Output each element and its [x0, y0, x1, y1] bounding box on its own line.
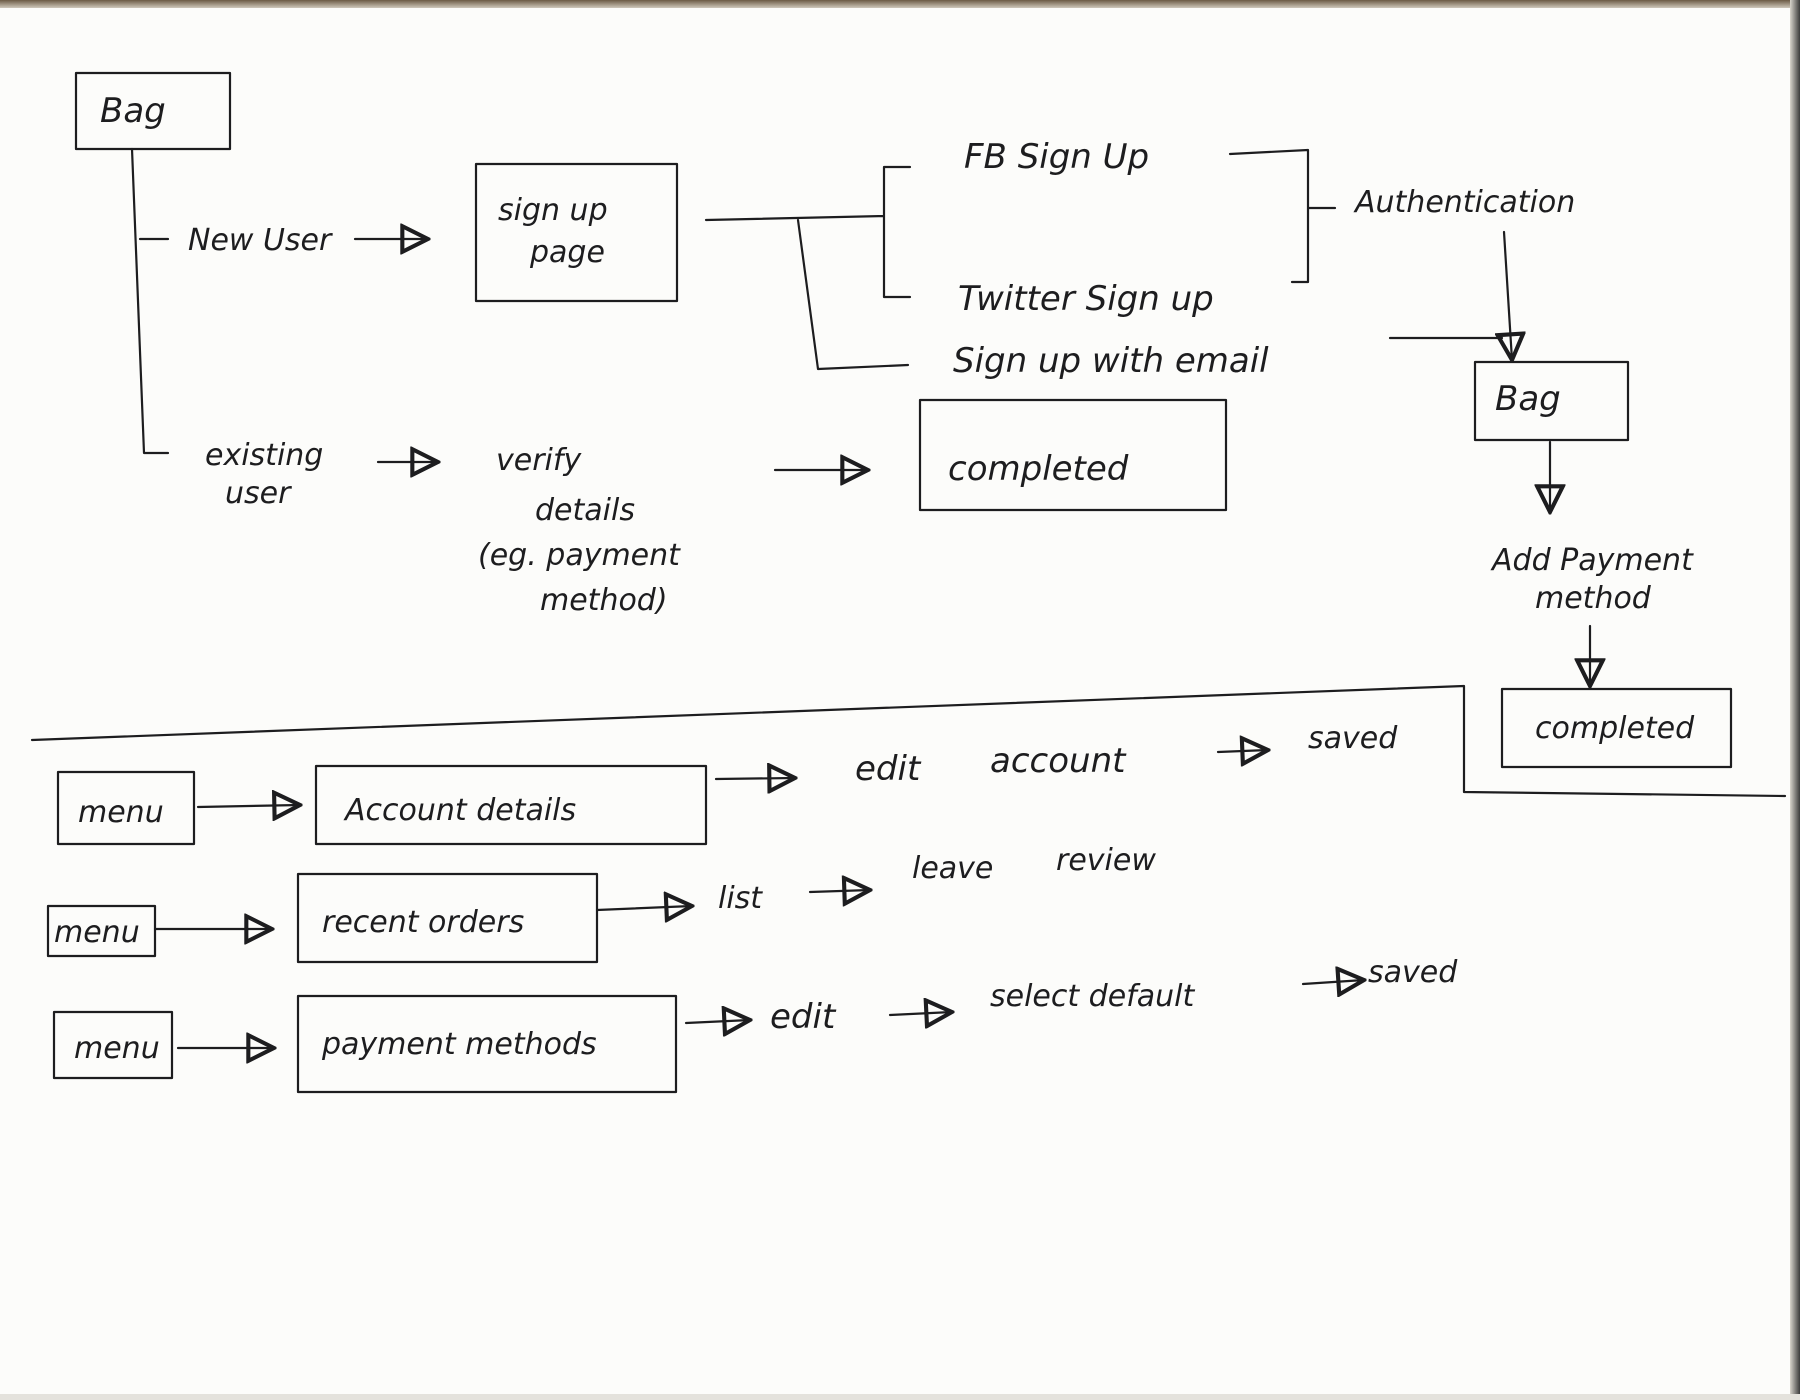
- row1-step-saved: saved: [1308, 721, 1398, 756]
- completed-mid-box: [918, 398, 1228, 512]
- existing-user-label-2: user: [225, 476, 292, 511]
- add-payment-label: Add Payment: [1490, 543, 1694, 578]
- payment-arrow-2: [888, 1012, 952, 1015]
- menu-box-2: [46, 904, 157, 958]
- payment-arrow-3: [1301, 980, 1364, 984]
- menu-arrow-1: [196, 805, 300, 807]
- row2-step-list: list: [718, 881, 763, 916]
- paper-edge-right: [1790, 0, 1800, 1400]
- bag-start-box: [74, 71, 232, 151]
- menu-label-2: menu: [54, 915, 140, 950]
- social-bracket: [1228, 148, 1337, 284]
- bag-label: Bag: [1495, 379, 1561, 419]
- signup-page-label-2: page: [529, 235, 605, 270]
- signup-page-box: [474, 162, 679, 303]
- email-signup-option: Sign up with email: [953, 341, 1269, 381]
- recent-orders-box: [296, 872, 599, 964]
- completed-right-label: completed: [1535, 711, 1695, 746]
- add-payment-label-2: method: [1535, 581, 1652, 616]
- completed-right-box: [1500, 687, 1733, 769]
- row3-step-select-default: select default: [990, 979, 1195, 1014]
- completed-mid-label: completed: [948, 449, 1129, 489]
- account-details-label: Account details: [343, 793, 576, 828]
- bag-branch-connector: [130, 147, 170, 455]
- section-divider: [30, 684, 1787, 798]
- row1-step-edit: edit: [855, 749, 922, 789]
- auth-to-bag-arrow: [1504, 230, 1512, 360]
- signup-page-label: sign up: [498, 193, 608, 228]
- verify-details-line-1: verify: [496, 443, 582, 478]
- bag-box: [1473, 360, 1630, 442]
- existing-user-label: existing: [205, 438, 323, 473]
- menu-box-3: [52, 1010, 174, 1080]
- recent-orders-label: recent orders: [322, 905, 524, 940]
- payment-methods-label: payment methods: [321, 1027, 597, 1062]
- verify-details-line-3: (eg. payment: [478, 538, 681, 573]
- account-arrow-1: [714, 778, 795, 779]
- menu-label-1: menu: [78, 795, 164, 830]
- signup-options-bracket: [704, 165, 912, 371]
- row2-step-review: review: [1056, 843, 1156, 878]
- orders-arrow-2: [808, 890, 870, 892]
- account-details-box: [314, 764, 708, 846]
- verify-details-line-2: details: [535, 493, 635, 528]
- authentication-label: Authentication: [1353, 185, 1575, 220]
- menu-label-3: menu: [74, 1031, 160, 1066]
- new-user-label: New User: [188, 223, 333, 258]
- orders-arrow-1: [595, 906, 692, 910]
- menu-box-1: [56, 770, 196, 846]
- twitter-signup-option: Twitter Sign up: [958, 279, 1214, 319]
- account-arrow-2: [1216, 750, 1268, 752]
- paper-edge-top: [0, 0, 1800, 8]
- paper-edge-bottom: [0, 1394, 1800, 1400]
- row2-step-leave: leave: [912, 851, 993, 886]
- payment-methods-box: [296, 994, 678, 1094]
- row3-step-edit: edit: [770, 997, 837, 1037]
- verify-details-line-4: method): [540, 583, 668, 618]
- row1-step-account: account: [990, 741, 1127, 781]
- bag-start-label: Bag: [100, 91, 166, 131]
- row3-step-saved: saved: [1368, 955, 1458, 990]
- fb-signup-option: FB Sign Up: [964, 137, 1149, 177]
- payment-arrow-1: [684, 1020, 750, 1023]
